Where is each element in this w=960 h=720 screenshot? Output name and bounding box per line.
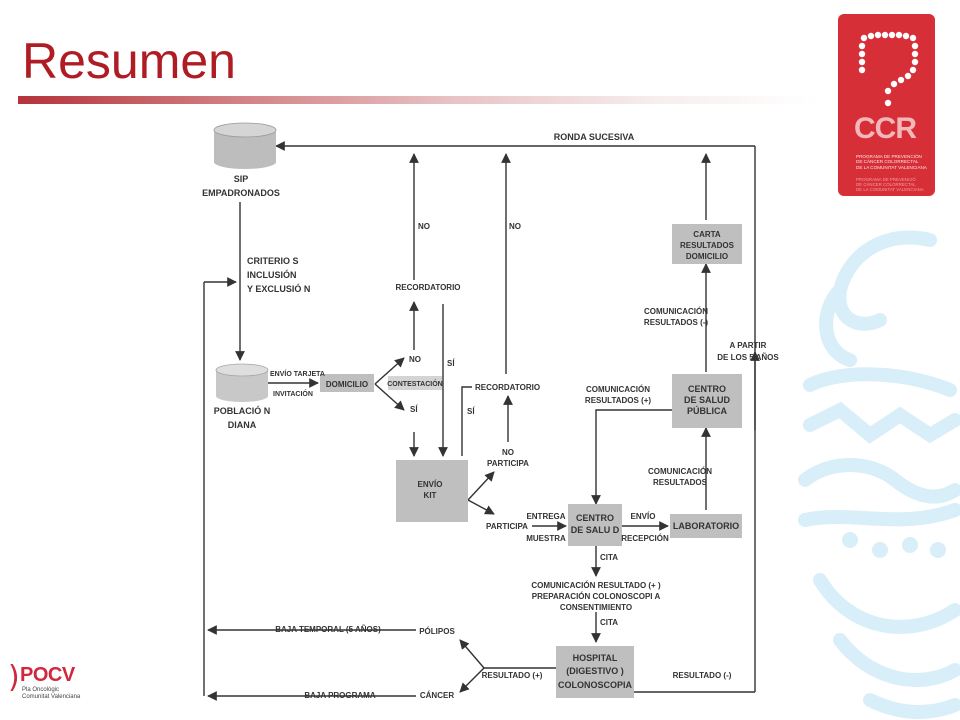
cita-label-2: CITA: [600, 618, 618, 627]
centro-salud-publica-box: [672, 374, 742, 428]
csp-label-3: PÚBLICA: [687, 405, 727, 416]
envio-tarjeta-label: ENVÍO TARJETA: [270, 369, 325, 378]
apartir-label-2: DE LOS 5 AÑOS: [717, 353, 779, 362]
resultado-pos-label: RESULTADO (+): [482, 671, 543, 680]
carta-resultados-box: [672, 224, 742, 264]
arrow-to-cancer: [459, 667, 485, 693]
pocv-line-2: Comunitat Valenciana: [22, 694, 81, 700]
csp-label-2: DE SALUD: [684, 395, 731, 405]
com-neg-label-1: COMUNICACIÓN: [644, 307, 708, 316]
poblacion-label-1: POBLACIÓ N: [214, 405, 271, 416]
com-res-label-2: RESULTADOS: [653, 478, 708, 487]
com-prep-label-2: PREPARACIÓN COLONOSCOPI A: [532, 592, 661, 601]
poblacion-database-icon: [215, 363, 269, 402]
slide-title: Resumen: [22, 33, 236, 89]
pocv-line-1: Pla Oncològic: [22, 687, 60, 693]
com-pos-label-2: RESULTADOS (+): [585, 396, 651, 405]
com-pos-label-1: COMUNICACIÓN: [586, 385, 650, 394]
hospital-label-3: COLONOSCOPIA: [558, 680, 633, 690]
cancer-label: CÁNCER: [420, 691, 454, 700]
cs-label-1: CENTRO: [576, 513, 614, 523]
com-prep-label-3: CONSENTIMIENTO: [560, 603, 632, 612]
si-label-1: SÍ: [447, 359, 455, 368]
participa-label: PARTICIPA: [486, 522, 528, 531]
sip-label: SIP: [234, 174, 249, 184]
baja-temporal-label: BAJA TEMPORAL (5 AÑOS): [275, 625, 381, 634]
generalitat-watermark-icon: [798, 230, 960, 719]
si-label-3: SÍ: [467, 407, 475, 416]
sip-label-2: EMPADRONADOS: [202, 188, 280, 198]
carta-label-2: RESULTADOS: [680, 241, 735, 250]
ronda-label: RONDA SUCESIVA: [554, 132, 635, 142]
pocv-acronym: POCV: [20, 664, 75, 686]
criterios-label-3: Y EXCLUSIÓ N: [247, 283, 310, 294]
centro-salud-box: [568, 504, 622, 546]
criterios-label-1: CRITERIO S: [247, 256, 299, 266]
domicilio-box: [320, 374, 374, 392]
hospital-box: [556, 646, 634, 698]
contestacion-box: [388, 376, 442, 390]
title-underline: [18, 96, 818, 104]
si-label-2: SÍ: [410, 405, 418, 414]
com-neg-label-2: RESULTADOS (-): [644, 318, 708, 327]
recordatorio-1-label: RECORDATORIO: [395, 283, 460, 292]
arrow-to-polipos: [459, 639, 485, 669]
envio-label: ENVÍO: [631, 512, 656, 521]
entrega-label: ENTREGA: [526, 512, 565, 521]
resultado-neg-label: RESULTADO (-): [673, 671, 732, 680]
no-participa-label-1: NO: [502, 448, 514, 457]
no-participa-label-2: PARTICIPA: [487, 459, 529, 468]
no-label-1: NO: [418, 222, 430, 231]
line-si-recordatorio-2: [461, 386, 472, 456]
ccr-acronym: CCR: [854, 112, 917, 145]
recepcion-label: RECEPCIÓN: [621, 534, 669, 543]
recordatorio-2-label: RECORDATORIO: [475, 383, 540, 392]
domicilio-label: DOMICILIO: [326, 380, 368, 389]
hospital-label-2: (DIGESTIVO ): [566, 666, 624, 676]
polipos-label: PÓLIPOS: [419, 627, 455, 636]
envio-kit-label-1: ENVÍO: [418, 480, 443, 489]
criterios-label-2: INCLUSIÓN: [247, 269, 297, 280]
no-label-2: NO: [509, 222, 521, 231]
arrow-si-domicilio: [374, 383, 405, 411]
arrow-comunicacion-positivo: [591, 409, 672, 505]
pocv-bracket-icon: ): [8, 660, 20, 695]
contestacion-label: CONTESTACIÓN: [387, 379, 442, 388]
laboratorio-box: [670, 514, 742, 538]
ccr-logo-dots-icon: [858, 31, 919, 107]
invitacion-label: INVITACIÓN: [273, 389, 313, 398]
sip-database-icon: [213, 122, 277, 169]
envio-kit-label-2: KIT: [424, 491, 437, 500]
csp-label-1: CENTRO: [688, 384, 726, 394]
baja-programa-label: BAJA PROGRAMA: [304, 691, 375, 700]
arrow-kit-no-participa: [467, 471, 495, 501]
arrow-kit-participa: [467, 499, 495, 515]
cita-label-1: CITA: [600, 553, 618, 562]
muestra-label: MUESTRA: [526, 534, 566, 543]
apartir-label-1: A PARTIR: [730, 341, 767, 350]
com-prep-label-1: COMUNICACIÓN RESULTADO (+ ): [531, 581, 661, 590]
no-label-3: NO: [409, 355, 421, 364]
carta-label-3: DOMICILIO: [686, 252, 728, 261]
envio-kit-box: [396, 460, 468, 522]
carta-label-1: CARTA: [693, 230, 721, 239]
com-res-label-1: COMUNICACIÓN: [648, 467, 712, 476]
pocv-logo: ) POCV Pla Oncològic Comunitat Valencian…: [6, 660, 116, 706]
hospital-label-1: HOSPITAL: [573, 653, 618, 663]
poblacion-label-2: DIANA: [228, 420, 257, 430]
cs-label-2: DE SALU D: [571, 525, 620, 535]
arrow-no-domicilio: [374, 357, 405, 385]
laboratorio-label: LABORATORIO: [673, 521, 739, 531]
